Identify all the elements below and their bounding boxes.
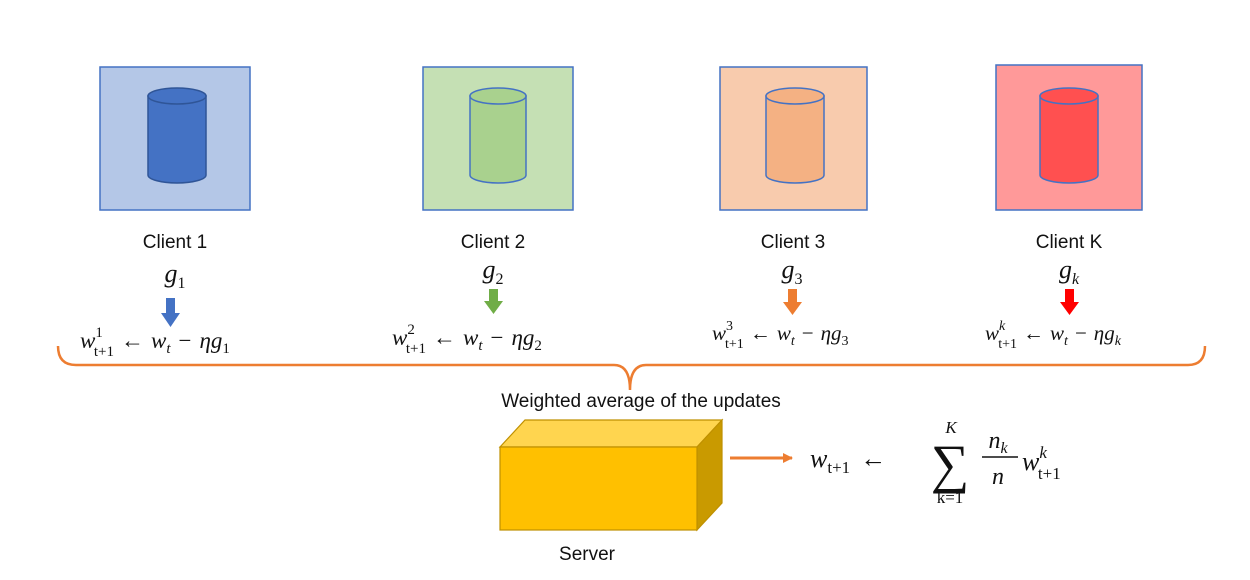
svg-text:n: n: [992, 464, 1004, 490]
client-3-label: Client 3: [761, 232, 825, 253]
client-3-database-icon: [765, 87, 825, 184]
svg-text:K: K: [944, 418, 958, 437]
client-3-arrow: [783, 289, 802, 315]
server-label: Server: [559, 544, 616, 565]
aggregation-label: Weighted average of the updates: [501, 391, 781, 412]
svg-text:Kk=1: Kk=1: [937, 488, 964, 507]
client-k-arrow: [1060, 289, 1079, 315]
svg-text:nk: nk: [988, 428, 1008, 457]
client-2-arrow: [484, 289, 503, 314]
client-3-gradient: g3: [782, 255, 803, 288]
client-1-gradient: g1: [165, 259, 186, 292]
aggregation-brace: [56, 345, 1207, 391]
client-1-arrow: [161, 298, 180, 327]
svg-text:wkt+1: wkt+1: [1022, 443, 1061, 483]
client-2-database-icon: [469, 87, 527, 184]
client-2-label: Client 2: [461, 232, 525, 253]
client-1-database-icon: [147, 87, 207, 184]
svg-text:∑: ∑: [931, 434, 970, 494]
client-k-label: Client K: [1036, 232, 1103, 253]
server-icon: [498, 418, 724, 532]
client-k-gradient: gk: [1059, 255, 1080, 288]
client-1-label: Client 1: [143, 232, 207, 253]
client-k-database-icon: [1039, 87, 1099, 184]
svg-text:wt+1←: wt+1←: [810, 444, 886, 477]
aggregation-equation: wt+1← K ∑ Kk=1 nk n wkt+1: [810, 418, 1061, 507]
client-2-gradient: g2: [483, 255, 504, 288]
